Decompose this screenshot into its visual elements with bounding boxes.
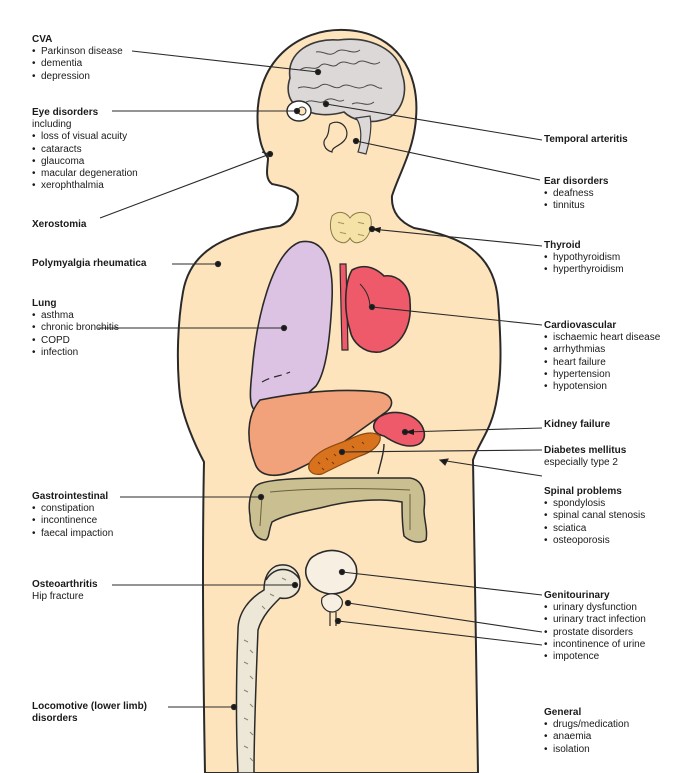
label-spinal-item: sciatica [544,523,645,535]
label-gi: Gastrointestinal constipation incontinen… [32,491,113,540]
label-eye-item: glaucoma [32,156,138,168]
label-cardio-item: hypertension [544,369,660,381]
label-kidney: Kidney failure [544,419,610,431]
label-cardio-item: arrhythmias [544,344,660,356]
leader-lines [98,50,543,711]
label-diabetes-title: Diabetes mellitus [544,445,627,456]
label-lung-item: asthma [32,310,119,322]
label-general-item: drugs/medication [544,719,629,731]
aorta [339,263,349,351]
label-diabetes: Diabetes mellitus especially type 2 [544,445,626,469]
label-kidney-title: Kidney failure [544,419,611,430]
label-pmr-title: Polymyalgia rheumatica [32,258,147,269]
label-cardio-title: Cardiovascular [544,320,617,331]
label-genito-item: prostate disorders [544,627,646,639]
label-loco-title: Locomotive (lower limb) [32,701,148,712]
femur [235,564,301,773]
label-eye-title: Eye disorders [32,107,99,118]
label-spinal-title: Spinal problems [544,486,622,497]
label-gi-item: faecal impaction [32,528,113,540]
femur-texture [243,577,287,762]
label-spinal-item: osteoporosis [544,535,645,547]
label-eye: Eye disorders including loss of visual a… [32,107,138,193]
label-spinal-item: spinal canal stenosis [544,510,645,522]
label-thyroid-item: hyperthyroidism [544,264,624,276]
label-lung-item: infection [32,347,119,359]
intestine-lines [259,488,411,530]
label-spinal-item: spondylosis [544,498,645,510]
label-gi-item: incontinence [32,515,113,527]
label-cva-item: Parkinson disease [32,46,123,58]
label-cva-item: depression [32,71,123,83]
label-thyroid: Thyroid hypothyroidism hyperthyroidism [544,240,624,277]
thyroid-texture [337,221,365,237]
label-general-item: anaemia [544,731,629,743]
label-cva-item: dementia [32,58,123,70]
label-gi-item: constipation [32,503,113,515]
label-spinal: Spinal problems spondylosis spinal canal… [544,486,645,547]
pelvis [265,568,301,581]
label-ear-title: Ear disorders [544,176,609,187]
label-general-item: isolation [544,744,629,756]
label-general: General drugs/medication anaemia isolati… [544,707,629,756]
prostate [321,593,343,613]
label-oa-title: Osteoarthritis [32,579,98,590]
label-eye-sub: including [32,119,72,131]
label-cardio-item: heart failure [544,357,660,369]
brainstem [354,115,372,155]
label-oa: Osteoarthritis Hip fracture [32,579,98,603]
label-lung-item: chronic bronchitis [32,322,119,334]
lung-fissure [261,371,291,383]
label-lung: Lung asthma chronic bronchitis COPD infe… [32,298,119,359]
label-gi-title: Gastrointestinal [32,491,109,502]
label-eye-item: loss of visual acuity [32,131,138,143]
kidney [372,411,426,447]
label-lung-title: Lung [32,298,57,309]
thyroid [329,211,372,244]
label-cardio: Cardiovascular ischaemic heart disease a… [544,320,660,393]
label-temporal-title: Temporal arteritis [544,134,628,145]
label-genito-item: urinary tract infection [544,614,646,626]
label-loco-title2: disorders [32,713,78,725]
label-pmr: Polymyalgia rheumatica [32,258,147,270]
label-cva-title: CVA [32,34,53,45]
arrowheads [372,227,414,435]
label-lung-item: COPD [32,335,119,347]
ear [323,121,348,153]
label-xerostomia-title: Xerostomia [32,219,87,230]
label-genito-item: urinary dysfunction [544,602,646,614]
label-cardio-item: ischaemic heart disease [544,332,660,344]
ureter [377,443,385,475]
label-eye-item: cataracts [32,144,138,156]
brain-folds [297,49,383,105]
intestine [248,477,428,543]
liver [248,389,393,477]
label-genito-item: incontinence of urine [544,639,646,651]
heart [344,265,412,353]
label-ear: Ear disorders deafness tinnitus [544,176,608,213]
label-thyroid-item: hypothyroidism [544,252,624,264]
label-eye-item: xerophthalmia [32,180,138,192]
label-xerostomia: Xerostomia [32,219,86,231]
label-genito: Genitourinary urinary dysfunction urinar… [544,590,646,663]
label-cva: CVA Parkinson disease dementia depressio… [32,34,123,83]
label-loco: Locomotive (lower limb) disorders [32,701,147,725]
label-genito-item: impotence [544,651,646,663]
label-cardio-item: hypotension [544,381,660,393]
label-general-title: General [544,707,582,718]
label-oa-sub: Hip fracture [32,591,84,603]
label-eye-item: macular degeneration [32,168,138,180]
label-diabetes-sub: especially type 2 [544,457,618,469]
label-ear-item: tinnitus [544,200,608,212]
label-ear-item: deafness [544,188,608,200]
label-temporal: Temporal arteritis [544,134,628,146]
label-genito-title: Genitourinary [544,590,610,601]
label-thyroid-title: Thyroid [544,240,581,251]
